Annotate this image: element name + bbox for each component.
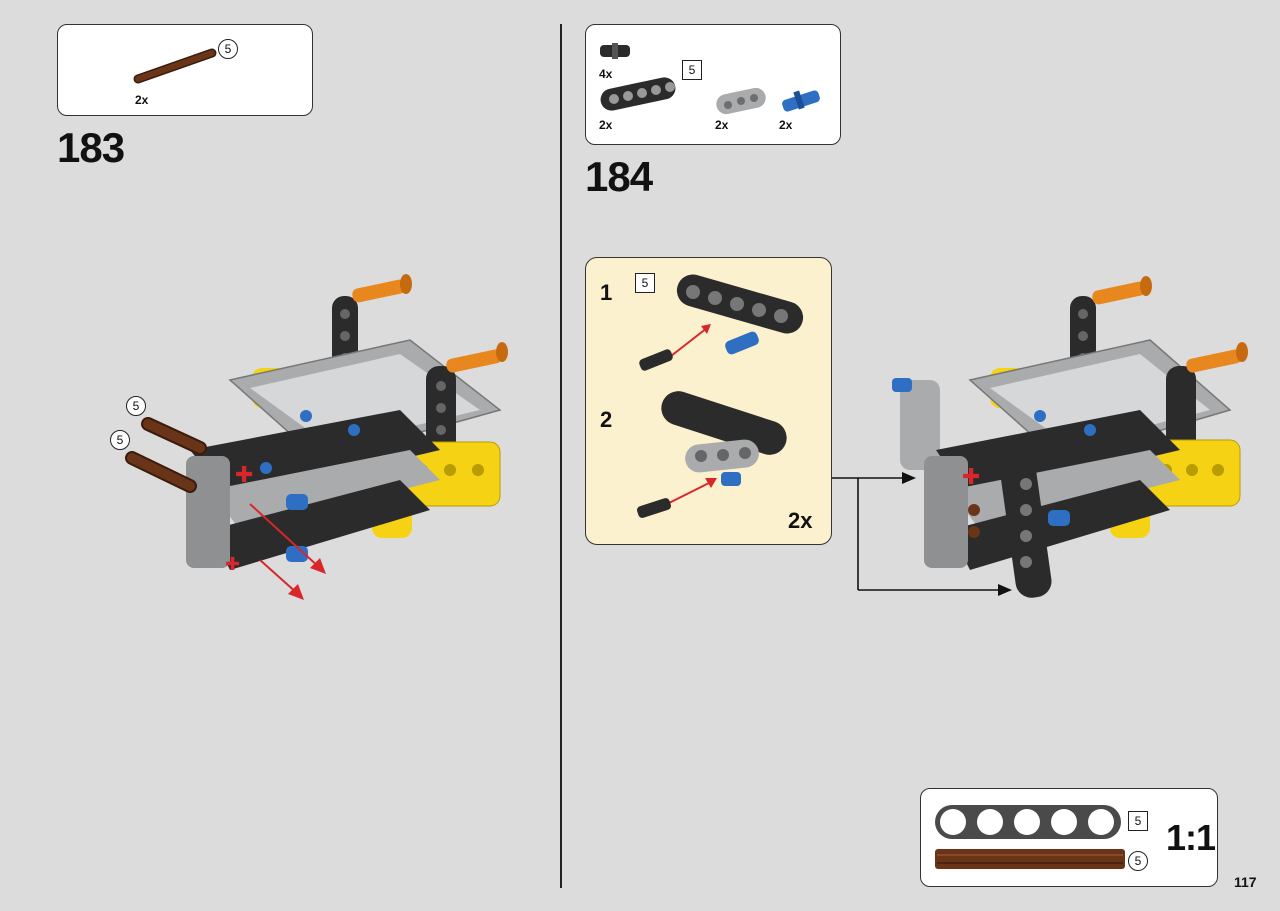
submodel-panel: 1 5 2 2x	[585, 257, 832, 545]
length-callout: 5	[1128, 811, 1148, 831]
page-divider	[560, 24, 562, 888]
length-callout: 5	[218, 39, 238, 59]
scale-box: 5 5 1:1	[920, 788, 1218, 887]
black-beam-icon	[600, 77, 676, 111]
assembly-illustration-183: ✚ ✚	[125, 274, 508, 600]
part-quantity: 2x	[715, 118, 729, 132]
assembly-illustration-184: ✚	[892, 276, 1248, 598]
step-number: 184	[585, 153, 653, 200]
length-callout: 5	[110, 430, 130, 450]
part-quantity: 4x	[599, 67, 613, 81]
blue-axle-pin-icon	[782, 90, 820, 112]
parts-list-183: 5 2x	[57, 24, 313, 116]
friction-pin-icon	[600, 43, 630, 59]
scale-label: 1:1	[1166, 817, 1216, 858]
part-quantity: 2x	[779, 118, 793, 132]
parts-list-184: 4x 5 2x 2x 2x	[585, 24, 841, 145]
axle-scale-icon	[935, 849, 1125, 869]
svg-text:✚: ✚	[235, 463, 253, 488]
part-quantity: 2x	[599, 118, 613, 132]
brown-axle-icon	[133, 48, 217, 84]
substep-1-illustration	[639, 274, 804, 371]
length-callout: 5	[682, 60, 702, 80]
step-number: 183	[57, 124, 125, 171]
beam-scale-icon	[935, 805, 1121, 839]
part-quantity: 2x	[135, 93, 149, 107]
svg-text:✚: ✚	[225, 554, 240, 575]
substep-number: 2	[600, 407, 613, 432]
page-number: 117	[1234, 874, 1257, 890]
length-callout: 5	[1128, 851, 1148, 871]
substep-number: 1	[600, 280, 613, 305]
substep-2-illustration	[637, 391, 787, 518]
submodel-multiplier: 2x	[788, 508, 813, 533]
length-callout: 5	[126, 396, 146, 416]
placement-arrows	[832, 472, 1012, 596]
svg-text:✚: ✚	[962, 465, 980, 490]
length-callout: 5	[635, 273, 655, 293]
grey-beam-icon	[716, 87, 766, 115]
